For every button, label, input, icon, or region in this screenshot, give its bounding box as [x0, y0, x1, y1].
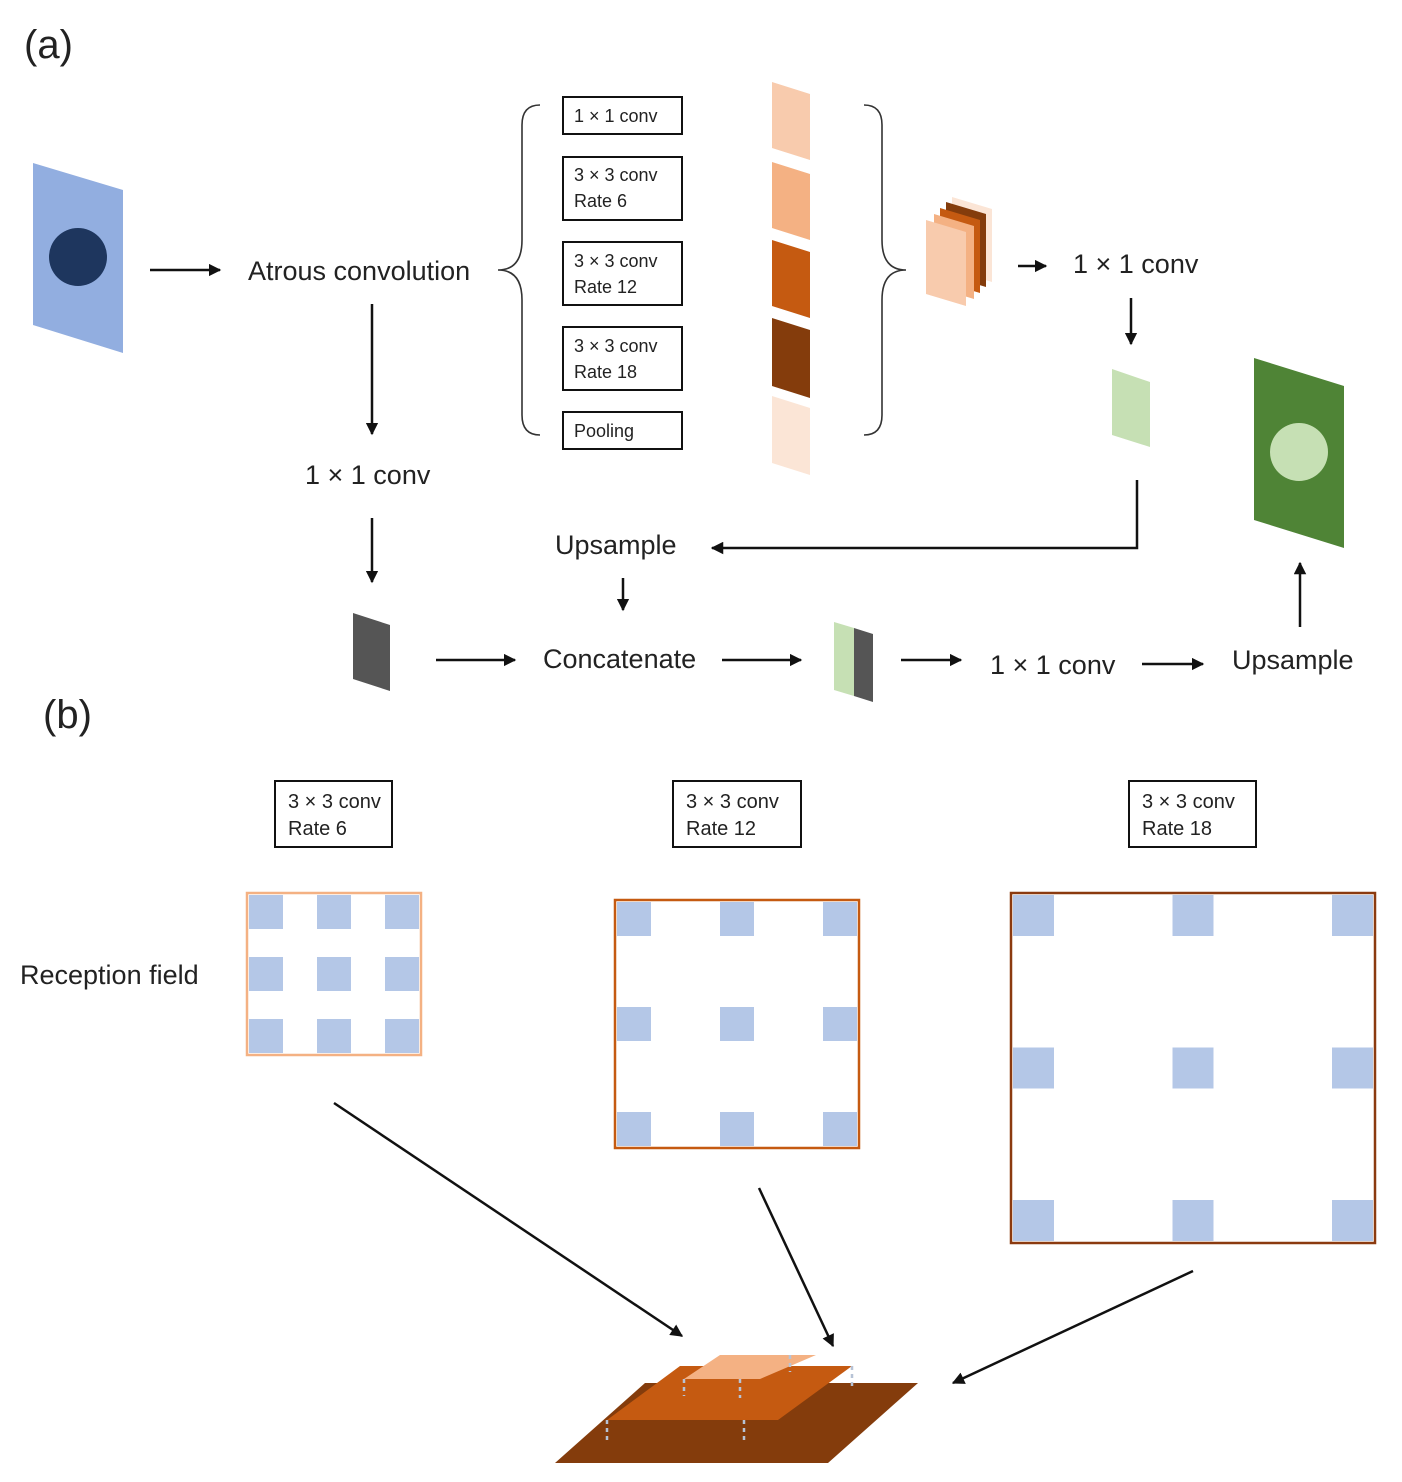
branch-box-pooling: [562, 411, 683, 450]
stacked-branch-maps: [926, 197, 992, 306]
branch-label: 3 × 3 conv: [574, 251, 658, 271]
kernel-cell: [385, 957, 419, 991]
branch-rate-label: Rate 6: [574, 191, 627, 211]
kernel-cell: [317, 1019, 351, 1053]
atrous-convolution-label: Atrous convolution: [248, 256, 470, 286]
strip-1x1: [772, 82, 810, 160]
branch-label: Pooling: [574, 421, 634, 441]
arrow-rate18-to-stack: [951, 1269, 1194, 1385]
kernel-cell: [720, 1112, 754, 1146]
arrow-rate6-to-stack: [333, 1101, 684, 1338]
kernel-cell: [317, 957, 351, 991]
kernel-cell: [249, 895, 283, 929]
reception-field-label: Reception field: [20, 960, 199, 990]
kernel-cell: [823, 1007, 857, 1041]
kernel-cell: [617, 902, 651, 936]
kernel-cell: [720, 902, 754, 936]
field-caption-rate: Rate 12: [686, 818, 756, 840]
conv-low-level-label: 1 × 1 conv: [305, 460, 431, 490]
kernel-cell: [1172, 895, 1214, 936]
kernel-cell: [1172, 1200, 1214, 1241]
branch-rate-label: Rate 12: [574, 277, 637, 297]
reception-field-grids: [245, 891, 1377, 1245]
input-object-blob: [49, 228, 107, 286]
kernel-cell: [1332, 1047, 1373, 1089]
branch-brace-left: [497, 104, 541, 436]
branch-rate-label: Rate 18: [574, 362, 637, 382]
layer-rate6: [684, 1355, 816, 1379]
kernel-cell: [317, 895, 351, 929]
branch-output-strips: [772, 82, 810, 475]
branch-box-rate18: [562, 326, 683, 391]
kernel-cell: [823, 902, 857, 936]
field-caption: 3 × 3 conv: [288, 791, 381, 813]
strip-rate18: [772, 318, 810, 398]
panel-a: (a) Atrous convolution 1 × 1 conv 3 × 3 …: [24, 23, 1354, 702]
branch-box-rate12: [562, 241, 683, 306]
output-object-blob: [1270, 423, 1328, 481]
kernel-cell: [249, 1019, 283, 1053]
kernel-cell: [385, 895, 419, 929]
concatenate-label: Concatenate: [543, 644, 696, 674]
kernel-cell: [1013, 1047, 1054, 1089]
upsample-final-label: Upsample: [1232, 645, 1354, 675]
concatenated-feature-map: [834, 622, 873, 702]
panel-b: (b) 3 × 3 conv Rate 6 3 × 3 conv Rate 12…: [20, 693, 1377, 1463]
field-caption-rate: Rate 6: [288, 818, 347, 840]
field-caption: 3 × 3 conv: [686, 791, 779, 813]
aspp-output-map: [1112, 369, 1150, 447]
conv-final-label: 1 × 1 conv: [990, 650, 1116, 680]
kernel-cell: [1332, 895, 1373, 936]
arrow-rate12-to-stack: [757, 1187, 835, 1348]
strip-pooling: [772, 396, 810, 475]
upsample-top-label: Upsample: [555, 530, 677, 560]
branch-label: 1 × 1 conv: [574, 106, 658, 126]
branch-brace-right: [863, 104, 907, 436]
branch-label: 3 × 3 conv: [574, 336, 658, 356]
kernel-cell: [1013, 895, 1054, 936]
section-label-a: (a): [24, 23, 73, 67]
field-caption-box-rate18: [1128, 780, 1257, 848]
strip-rate12: [772, 240, 810, 318]
kernel-cell: [249, 957, 283, 991]
branch-box-1x1-conv: [562, 96, 683, 135]
branch-box-rate6: [562, 156, 683, 221]
kernel-cell: [1172, 1047, 1214, 1089]
stacked-receptive-layers: [555, 1355, 918, 1463]
kernel-cell: [1013, 1200, 1054, 1241]
field-caption-rate: Rate 18: [1142, 818, 1212, 840]
arrow-aspp-out-to-upsample: [710, 480, 1139, 555]
branch-label: 3 × 3 conv: [574, 165, 658, 185]
kernel-cell: [823, 1112, 857, 1146]
field-caption-box-rate6: [274, 780, 393, 848]
kernel-cell: [617, 1112, 651, 1146]
conv-after-stack-label: 1 × 1 conv: [1073, 249, 1199, 279]
strip-rate6: [772, 162, 810, 240]
kernel-cell: [617, 1007, 651, 1041]
kernel-cell: [385, 1019, 419, 1053]
aspp-branch-list: 1 × 1 conv 3 × 3 conv Rate 6 3 × 3 conv …: [562, 96, 683, 450]
low-level-feature-map: [353, 613, 390, 691]
field-caption-box-rate12: [672, 780, 802, 848]
kernel-cell: [1332, 1200, 1373, 1241]
layer-rate12: [607, 1366, 852, 1420]
section-label-b: (b): [43, 693, 92, 737]
kernel-cell: [720, 1007, 754, 1041]
field-caption: 3 × 3 conv: [1142, 791, 1235, 813]
